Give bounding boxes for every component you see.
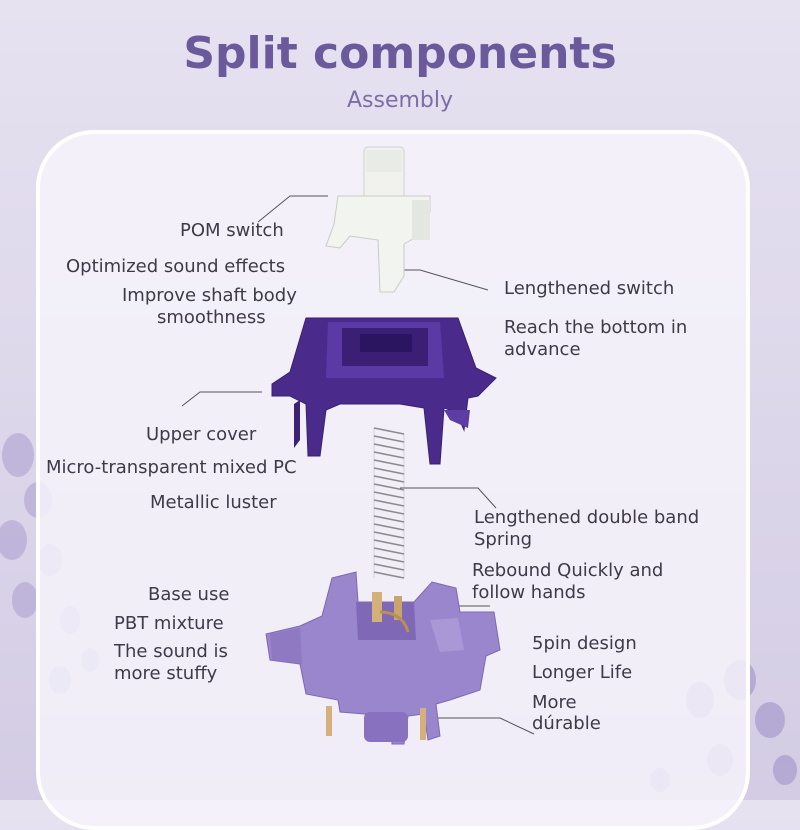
label-optimized-sound: Optimized sound effects: [66, 256, 286, 277]
spring-icon: [373, 427, 405, 579]
label-five-pin: 5pin design: [532, 633, 637, 654]
label-sound-stuffy-1: The sound is: [114, 641, 228, 662]
label-more-durable-1: More: [532, 692, 577, 713]
label-base-use: Base use: [148, 584, 230, 605]
label-reach-bottom-1: Reach the bottom in: [504, 317, 688, 338]
label-sound-stuffy-2: more stuffy: [114, 663, 218, 684]
stem-icon: [325, 146, 431, 293]
switch-exploded-illustration: [181, 146, 535, 745]
page-title: Split components: [183, 28, 617, 79]
base-housing-icon: [265, 571, 501, 745]
label-reach-bottom-2: advance: [504, 339, 581, 360]
upper-cover-icon: [271, 317, 497, 465]
label-more-durable-2: dúrable: [532, 713, 601, 734]
label-pom-switch: POM switch: [180, 220, 284, 241]
label-improve-shaft-1: Improve shaft body: [122, 285, 297, 306]
label-rebound-1: Rebound Quickly and: [472, 560, 664, 581]
label-improve-shaft-2: smoothness: [157, 307, 266, 328]
label-micro-transparent: Micro-transparent mixed PC: [46, 457, 297, 478]
label-upper-cover: Upper cover: [146, 424, 257, 445]
label-spring-2: Spring: [474, 529, 533, 550]
label-rebound-2: follow hands: [472, 582, 586, 603]
label-pbt-mixture: PBT mixture: [114, 613, 224, 634]
page-subtitle: Assembly: [346, 88, 454, 113]
label-lengthened-switch: Lengthened switch: [504, 278, 675, 299]
label-longer-life: Longer Life: [532, 662, 633, 683]
label-metallic-luster: Metallic luster: [150, 492, 277, 513]
label-spring-1: Lengthened double band: [474, 507, 700, 528]
